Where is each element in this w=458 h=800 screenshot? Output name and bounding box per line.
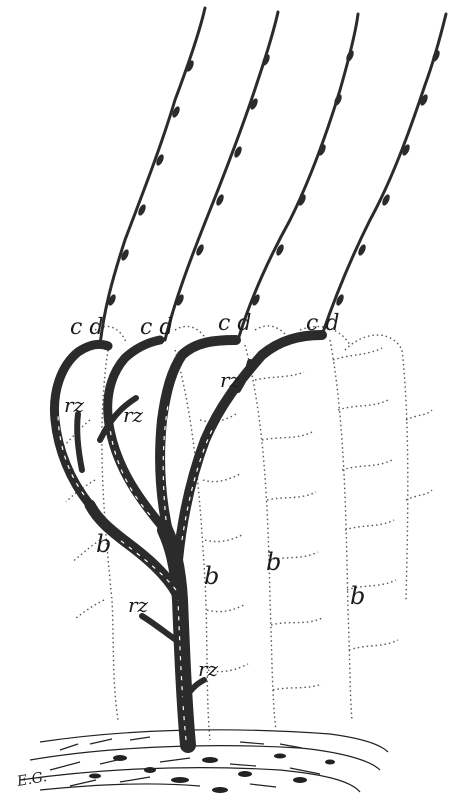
label-cd-1: c d bbox=[70, 315, 103, 340]
label-rz-5: rz bbox=[198, 657, 219, 681]
label-rz-2: rz bbox=[123, 403, 144, 427]
label-rz-4: rz bbox=[128, 593, 149, 617]
vine-trunk bbox=[54, 335, 322, 745]
label-cd-3: c d bbox=[218, 311, 251, 336]
label-cd-4: c d bbox=[306, 311, 339, 336]
label-rz-3: rz bbox=[220, 368, 241, 392]
label-b-1: b bbox=[96, 530, 111, 558]
ground-clods bbox=[89, 754, 335, 794]
label-b-2: b bbox=[204, 562, 219, 590]
fruiting-canes bbox=[100, 8, 446, 345]
label-b-3: b bbox=[266, 548, 281, 576]
label-b-4: b bbox=[350, 582, 365, 610]
engraver-signature: E.G. bbox=[15, 769, 48, 790]
label-cd-2: c d bbox=[140, 315, 173, 340]
label-rz-1: rz bbox=[64, 393, 85, 417]
